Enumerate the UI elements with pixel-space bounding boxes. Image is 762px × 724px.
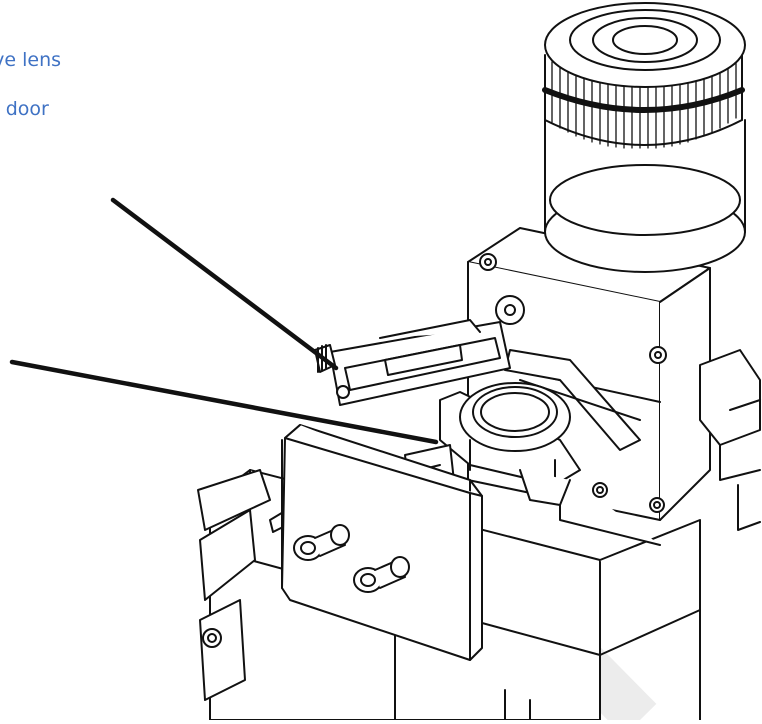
lens-barrel <box>544 59 746 273</box>
leader-line-door <box>9 359 439 445</box>
side-fitting <box>699 349 761 531</box>
door-screws <box>293 524 410 593</box>
left-bracket <box>197 469 294 701</box>
leader-line-lens <box>110 197 339 371</box>
protective-door <box>281 424 483 661</box>
callout-label-protective-door: tive door <box>0 98 49 120</box>
door-clip <box>314 319 511 406</box>
callout-label-protective-lens: ctive lens <box>0 49 62 71</box>
leader-lines <box>9 197 439 445</box>
protective-lens-holder <box>439 382 581 506</box>
knurled-cap <box>542 2 746 149</box>
